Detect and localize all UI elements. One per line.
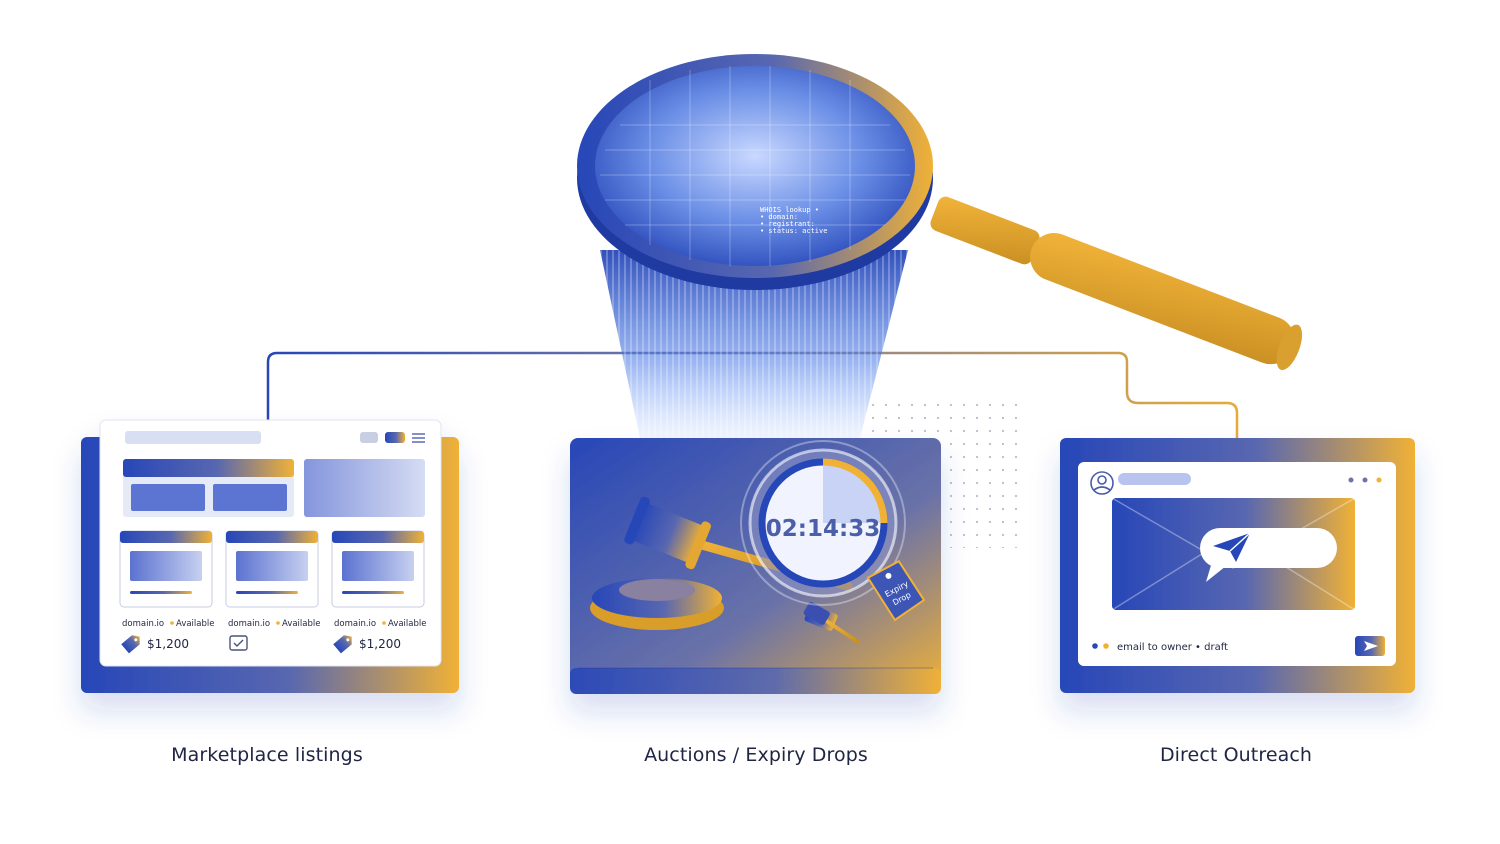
listing-price: $1,200 [359, 637, 401, 651]
listing-card[interactable]: domain.io Available [225, 530, 320, 651]
address-bar [125, 431, 261, 444]
send-button[interactable] [1355, 636, 1385, 656]
listing-domain: domain.io [334, 619, 376, 629]
magnifying-glass-icon: WHOIS lookup • • domain: • registrant: •… [577, 54, 1303, 371]
marketplace-caption: Marketplace listings [171, 744, 363, 766]
chat-bubble-icon [1200, 528, 1337, 582]
countdown-timer: 02:14:33 Expiry Drop [740, 440, 926, 622]
outreach-caption: Direct Outreach [1159, 744, 1313, 766]
timer-text: 02:14:33 [766, 516, 880, 542]
search-beam [600, 250, 908, 438]
listing-status: Available [282, 619, 320, 629]
listing-status: Available [388, 619, 426, 629]
expiry-tag: Expiry Drop [866, 559, 926, 622]
auctions-caption: Auctions / Expiry Drops [644, 744, 868, 766]
user-avatar-icon [1090, 471, 1114, 495]
send-icon [1364, 641, 1378, 651]
gavel-icon [590, 496, 860, 644]
price-tag-icon [333, 635, 352, 654]
price-tag-icon [121, 635, 140, 654]
auctions-panel: 02:14:33 Expiry Drop [570, 438, 941, 694]
svg-text:• registrant:: • registrant: [760, 220, 815, 228]
connector-lines [266, 351, 1239, 567]
svg-text:• domain:: • domain: [760, 213, 798, 221]
svg-text:• status: active: • status: active [760, 227, 827, 235]
checkbox-icon[interactable] [229, 635, 248, 651]
listing-card[interactable]: domain.io Available $1,200 [331, 530, 426, 654]
menu-icon[interactable] [412, 433, 425, 443]
listing-price: $1,200 [147, 637, 189, 651]
outreach-status: email to owner • draft [1117, 642, 1228, 653]
listing-cards: domain.io Available $1,200 domain.io Availab… [119, 530, 426, 654]
listing-status: Available [176, 619, 214, 629]
svg-text:WHOIS lookup •: WHOIS lookup • [760, 206, 819, 214]
whois-lookup-text: WHOIS lookup • • domain: • registrant: •… [760, 206, 827, 235]
outreach-panel: email to owner • draft [1060, 438, 1415, 693]
listing-domain: domain.io [228, 619, 270, 629]
listing-domain: domain.io [122, 619, 164, 629]
listing-card[interactable]: domain.io Available $1,200 [119, 530, 214, 654]
